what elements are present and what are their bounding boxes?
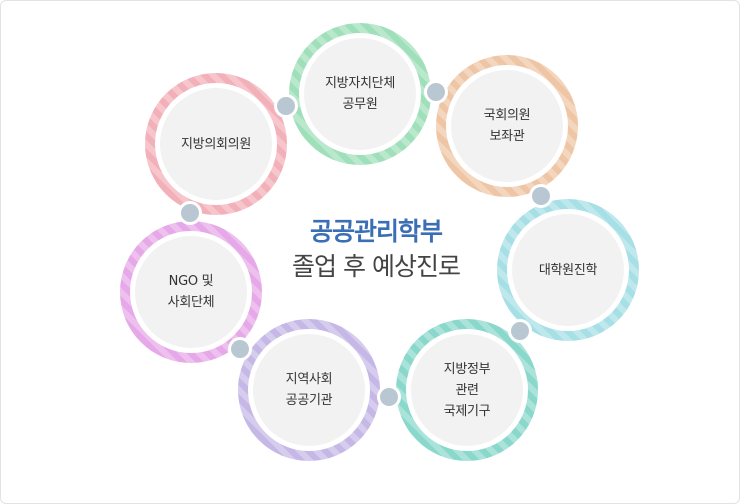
career-subtitle: 졸업 후 예상진로 — [292, 252, 461, 281]
node-label: NGO 및 사회단체 — [167, 274, 215, 310]
node-international-organization: 지방정부 관련 국제기구 — [396, 319, 538, 461]
node-local-council-member: 지방의회의원 — [145, 73, 287, 215]
node-label: 지방자치단체 공무원 — [325, 76, 395, 112]
connector-dot — [277, 97, 295, 115]
department-title: 공공관리학부 — [309, 217, 443, 246]
connector-dot — [380, 388, 398, 406]
connector-dot — [427, 83, 445, 101]
node-assembly-aide: 국회의원 보좌관 — [436, 55, 578, 197]
connector-dot — [511, 322, 529, 340]
diagram-center-title: 공공관리학부 졸업 후 예상진로 — [271, 215, 481, 285]
node-label: 대학원진학 — [538, 262, 598, 278]
node-graduate-school: 대학원진학 — [497, 199, 639, 341]
node-label: 지방의회의원 — [181, 136, 251, 152]
connector-dot — [181, 204, 199, 222]
connector-dot — [532, 187, 550, 205]
node-label: 국회의원 보좌관 — [483, 108, 531, 144]
connector-dot — [231, 340, 249, 358]
node-ngo: NGO 및 사회단체 — [120, 221, 262, 363]
node-label: 지역사회 공공기관 — [285, 372, 333, 408]
node-local-government-official: 지방자치단체 공무원 — [289, 23, 431, 165]
node-public-institution: 지역사회 공공기관 — [238, 319, 380, 461]
node-label: 지방정부 관련 국제기구 — [443, 361, 491, 419]
